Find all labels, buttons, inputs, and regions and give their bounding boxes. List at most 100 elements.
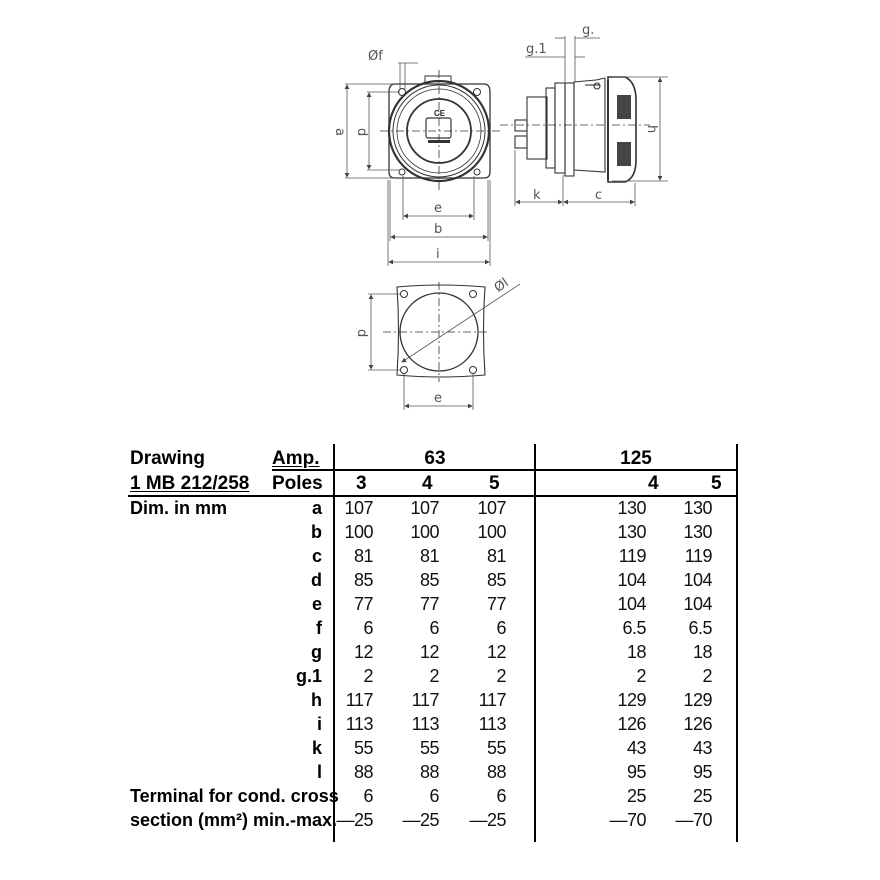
poles-63-3: 3 (356, 473, 367, 494)
terminal-max-value: —70 (675, 810, 712, 830)
dimension-value: 12 (353, 642, 374, 662)
dimension-key: e (311, 594, 322, 614)
drawing-label: Drawing (130, 448, 205, 469)
dimension-value: 81 (353, 546, 374, 566)
dimension-value: 129 (617, 690, 646, 710)
dimension-value: 100 (410, 522, 439, 542)
dimension-key: k (311, 738, 322, 758)
dimension-value: 6 (496, 618, 506, 638)
dimension-key: d (311, 570, 322, 590)
terminal-max-value: —25 (469, 810, 506, 830)
side-view-drawing (500, 76, 650, 183)
dimension-value: 113 (478, 714, 507, 734)
dimension-value: 55 (419, 738, 440, 758)
dimension-value: 119 (684, 546, 713, 566)
column-divider-2 (534, 444, 536, 842)
dimension-value: 18 (626, 642, 647, 662)
dimension-key: l (316, 762, 322, 782)
ce-mark: CE (434, 109, 446, 118)
terminal-max-value: —25 (336, 810, 373, 830)
terminal-max-value: —25 (402, 810, 439, 830)
terminal-min-value: 25 (692, 786, 713, 806)
dim-label-c: c (595, 188, 602, 203)
terminal-label-line1: Terminal for cond. cross (130, 786, 339, 806)
poles-label: Poles (272, 473, 323, 494)
dimension-value: 113 (345, 714, 374, 734)
poles-63-4: 4 (422, 473, 433, 494)
dimension-value: 130 (617, 522, 646, 542)
dimension-value: 95 (692, 762, 713, 782)
technical-drawings: CE Øf a d e b i (0, 0, 880, 430)
dimension-value: 55 (486, 738, 507, 758)
dim-label-k: k (533, 188, 541, 203)
dim-label-d-mount: d (354, 329, 369, 337)
dim-label-h: h (644, 125, 659, 133)
dimension-value: 107 (344, 498, 373, 518)
dimension-value: 130 (683, 498, 712, 518)
mounting-view-dimensions (368, 283, 521, 410)
dimension-value: 85 (419, 570, 440, 590)
dimension-value: 6 (429, 618, 439, 638)
dim-label-f: Øf (368, 49, 383, 64)
dimension-value: 12 (486, 642, 507, 662)
terminal-min-value: 6 (429, 786, 439, 806)
poles-125-4: 4 (648, 473, 659, 494)
dimension-value: 107 (477, 498, 506, 518)
dim-label-d: d (354, 128, 369, 136)
dim-label-e-mount: e (434, 391, 442, 406)
dimension-value: 129 (683, 690, 712, 710)
dimension-key: b (311, 522, 322, 542)
dimension-value: 43 (692, 738, 713, 758)
dimension-value: 55 (353, 738, 374, 758)
header-rule-1 (272, 469, 738, 471)
amp-125-header: 125 (620, 448, 652, 469)
amp-63-header: 63 (424, 448, 446, 469)
dimension-value: 104 (617, 570, 646, 590)
dimension-value: 2 (363, 666, 373, 686)
dimension-value: 104 (617, 594, 646, 614)
front-view-drawing (380, 70, 500, 190)
dimension-value: 81 (419, 546, 440, 566)
dimension-key: a (311, 498, 322, 518)
dimension-value: 130 (617, 498, 646, 518)
dim-label-g1: g.1 (526, 42, 547, 57)
poles-125-5: 5 (711, 473, 722, 494)
dimension-value: 88 (486, 762, 507, 782)
dimension-value: 119 (618, 546, 647, 566)
dimension-value: 117 (411, 690, 440, 710)
dimension-key: g.1 (295, 666, 322, 686)
dimension-value: 6.5 (688, 618, 712, 638)
dimension-value: 18 (692, 642, 713, 662)
poles-63-5: 5 (489, 473, 500, 494)
dimension-value: 85 (353, 570, 374, 590)
dimension-value: 126 (683, 714, 712, 734)
header-rule-2 (128, 495, 738, 497)
dimension-value: 77 (353, 594, 374, 614)
dimension-value: 100 (477, 522, 506, 542)
dim-label-e: e (434, 201, 442, 216)
dim-label-g: g. (582, 23, 594, 38)
terminal-min-value: 6 (496, 786, 506, 806)
dimension-value: 100 (344, 522, 373, 542)
dimension-value: 43 (626, 738, 647, 758)
dimension-value: 117 (345, 690, 374, 710)
dimension-key: c (311, 546, 322, 566)
dimension-value: 2 (702, 666, 712, 686)
terminal-max-value: —70 (609, 810, 646, 830)
dimension-key: f (316, 618, 322, 638)
dim-in-mm-label: Dim. in mm (130, 498, 228, 518)
dimension-value: 77 (486, 594, 507, 614)
front-view-dimensions (344, 62, 491, 266)
dimension-value: 2 (636, 666, 646, 686)
dimension-value: 6 (363, 618, 373, 638)
table-right-border (736, 444, 738, 842)
dimension-value: 104 (683, 570, 712, 590)
dimension-value: 107 (410, 498, 439, 518)
dimension-value: 126 (617, 714, 646, 734)
dimension-key: g (311, 642, 322, 662)
dimension-value: 130 (683, 522, 712, 542)
dimension-value: 2 (496, 666, 506, 686)
terminal-label-line2: section (mm²) min.-max. (130, 810, 338, 830)
terminal-min-value: 25 (626, 786, 647, 806)
dimension-value: 95 (626, 762, 647, 782)
